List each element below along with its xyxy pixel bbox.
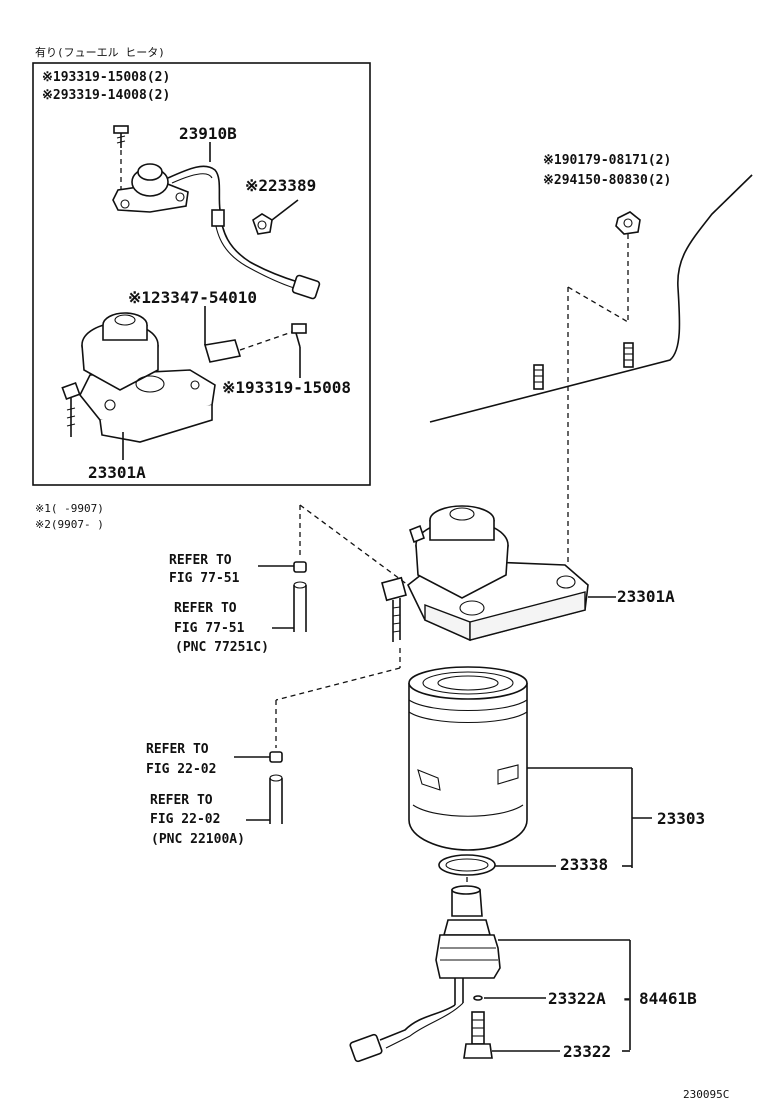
drain-plug-icon (463, 1011, 493, 1059)
ref1-line2: FIG 77-51 (169, 571, 240, 586)
diagram-code: 230095C (683, 1088, 729, 1101)
hose-fitting-lower-icon (269, 751, 283, 763)
main-pn-housing: 23301A (617, 587, 675, 606)
o-ring-icon (473, 995, 483, 1001)
nut-note-1: ※190179-08171(2) (543, 153, 671, 168)
stud-right-icon (623, 342, 634, 368)
inset-pn-housing: 23301A (88, 463, 146, 482)
legend-line-1: ※1( -9907) (35, 502, 104, 515)
inset-pn-harness: 23910B (179, 124, 237, 143)
main-pn-filter: 23303 (657, 809, 705, 828)
water-sensor-icon (349, 885, 501, 1063)
ref4-line1: REFER TO (150, 793, 213, 808)
nut-note-2: ※294150-80830(2) (543, 173, 671, 188)
ref3-line2: FIG 22-02 (146, 762, 216, 777)
ref1-line1: REFER TO (169, 553, 232, 568)
stud-left-icon (533, 364, 544, 390)
inset-pn-clamp: ※223389 (245, 176, 316, 195)
ref3-line1: REFER TO (146, 742, 209, 757)
inset-frame (32, 62, 371, 486)
filter-housing-icon (381, 505, 589, 642)
legend-line-2: ※2(9907- ) (35, 518, 104, 531)
ref2-line1: REFER TO (174, 601, 237, 616)
clamp-icon (252, 213, 273, 235)
main-pn-switch-a: 23322A (548, 989, 606, 1008)
inset-pn-bracket: ※123347-54010 (128, 288, 257, 307)
inset-housing-icon (61, 312, 216, 443)
filter-cartridge-icon (408, 666, 528, 851)
main-pn-oring-sep: - (622, 989, 632, 1008)
inset-pn-bolt: ※193319-15008 (222, 378, 351, 397)
frame-rail (429, 174, 753, 423)
gasket-icon (438, 854, 496, 876)
hose-lower-icon (269, 774, 283, 824)
main-pn-switch: 23322 (563, 1042, 611, 1061)
heater-sensor-icon (112, 163, 321, 300)
hose-fitting-upper-icon (293, 561, 307, 573)
inset-screw-note-2: ※293319-14008(2) (42, 88, 170, 103)
ref4-line2: FIG 22-02 (150, 812, 220, 827)
ref4-pnc: (PNC 22100A) (151, 832, 245, 847)
inset-bolt-icon (291, 323, 307, 348)
main-pn-gasket: 23338 (560, 855, 608, 874)
nut-icon (615, 211, 641, 235)
inset-screw-icon (113, 125, 129, 148)
bracket-icon (203, 306, 242, 363)
hose-upper-icon (293, 581, 307, 632)
main-pn-oring: 84461B (639, 989, 697, 1008)
inset-header: 有り(フューエル ヒータ) (35, 45, 165, 59)
ref2-line2: FIG 77-51 (174, 621, 245, 636)
inset-screw-note-1: ※193319-15008(2) (42, 70, 170, 85)
ref2-pnc: (PNC 77251C) (175, 640, 269, 655)
